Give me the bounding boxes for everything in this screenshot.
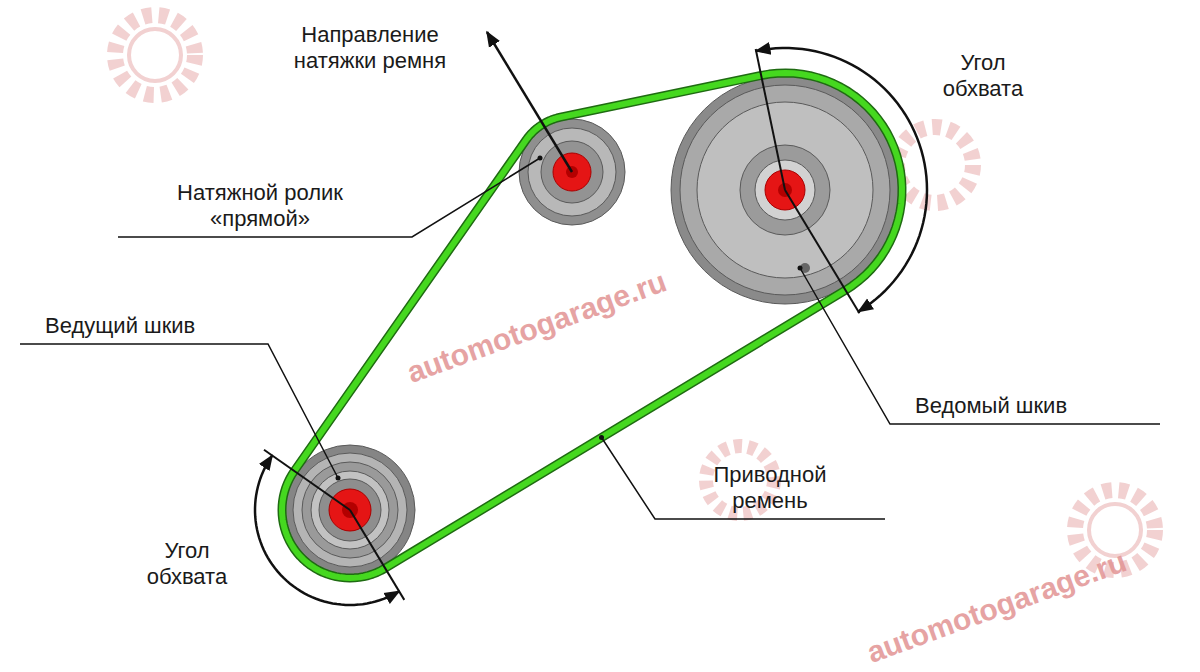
radius-line (756, 49, 785, 190)
leader-dot (798, 266, 803, 271)
radius-line (785, 190, 859, 313)
driving-pulley-label: Ведущий шкив (45, 313, 195, 339)
belt-outline (282, 73, 902, 578)
leader-dot (538, 156, 543, 161)
angle-marks (255, 32, 927, 605)
leader-dot (599, 435, 604, 440)
radius-line (350, 510, 404, 600)
leader-line (20, 344, 338, 478)
leader-line (602, 438, 885, 519)
leader-line (118, 158, 540, 237)
drive-belt (282, 73, 902, 578)
tension-direction-label: Направление натяжки ремня (275, 22, 465, 74)
tension-roller-label: Натяжной ролик «прямой» (140, 180, 380, 232)
watermark: automotogarage.ru (402, 264, 671, 389)
watermark-gear (897, 127, 973, 203)
leader-lines (20, 156, 1160, 520)
drive-belt-label: Приводной ремень (700, 462, 840, 514)
watermark-gear (115, 15, 195, 95)
leader-dot (336, 476, 341, 481)
belt-body (282, 73, 902, 578)
watermark-gear (129, 29, 181, 81)
tension-direction-arrow (487, 32, 572, 172)
pulleys (285, 76, 899, 575)
wrap-angle-label: Угол обхвата (928, 50, 1038, 102)
driven-pulley-label: Ведомый шкив (915, 393, 1067, 419)
leader-line (800, 268, 1160, 424)
watermark: automotogarage.ru (862, 544, 1131, 669)
radius-line (264, 450, 350, 510)
wrap-angle-label: Угол обхвата (132, 538, 242, 590)
wrap-angle-arrow (255, 456, 399, 605)
wrap-angle-arrow (756, 48, 927, 312)
